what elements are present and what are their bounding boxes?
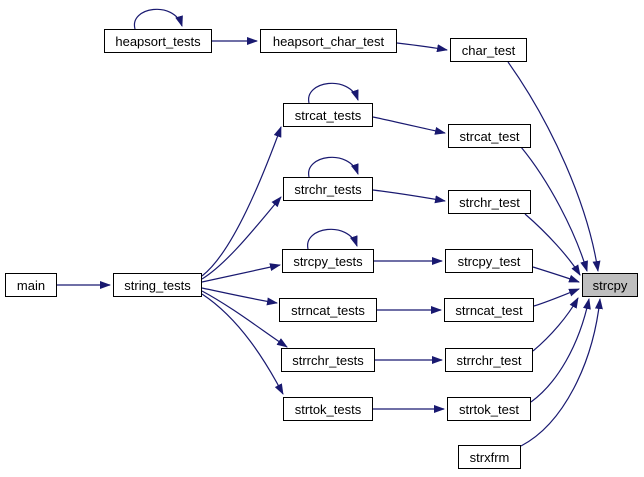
edge-strchr_tests-to-strchr_test: [372, 189, 446, 204]
edge-strcat_test-to-strcpy: [520, 146, 588, 272]
edge-strchr_test-to-strcpy: [524, 213, 581, 276]
edge-strcat_tests-self-loop: [308, 82, 359, 104]
edge-string_tests-to-strncat_tests: [201, 287, 278, 306]
edge-char_test-to-strcpy: [507, 61, 601, 272]
node-strchr_tests[interactable]: strchr_tests: [283, 177, 373, 201]
edge-strcat_tests-to-strcat_test: [372, 116, 446, 135]
node-char_test[interactable]: char_test: [450, 38, 527, 62]
edge-string_tests-to-strcat_tests: [201, 126, 282, 277]
node-strrchr_test[interactable]: strrchr_test: [445, 348, 533, 372]
node-main[interactable]: main: [5, 273, 57, 297]
edge-strxfrm-to-strcpy: [520, 298, 603, 447]
node-heapsort_char_test[interactable]: heapsort_char_test: [260, 29, 397, 53]
edge-strrchr_test-to-strcpy: [532, 297, 579, 352]
edge-strchr_tests-self-loop: [308, 156, 359, 178]
node-strcat_test[interactable]: strcat_test: [448, 124, 531, 148]
node-strncat_test[interactable]: strncat_test: [444, 298, 534, 322]
node-strcpy-highlighted: strcpy: [582, 273, 638, 297]
edge-strcpy_tests-self-loop: [307, 228, 358, 250]
edge-heapsort_tests-self-loop: [134, 8, 183, 30]
edge-strcpy_test-to-strcpy: [532, 266, 580, 283]
node-strncat_tests[interactable]: strncat_tests: [279, 298, 377, 322]
edge-strtok_test-to-strcpy: [530, 298, 591, 403]
node-strcat_tests[interactable]: strcat_tests: [283, 103, 373, 127]
edge-string_tests-to-strrchr_tests: [201, 290, 288, 348]
edge-string_tests-to-strcpy_tests: [201, 263, 281, 283]
node-strcpy_tests[interactable]: strcpy_tests: [282, 249, 374, 273]
edge-heapsort_char_test-to-char_test: [396, 42, 448, 53]
edge-string_tests-to-strchr_tests: [201, 196, 282, 280]
edge-string_tests-to-strtok_tests: [201, 293, 284, 395]
node-strrchr_tests[interactable]: strrchr_tests: [281, 348, 375, 372]
node-strcpy_test[interactable]: strcpy_test: [445, 249, 533, 273]
node-strtok_test[interactable]: strtok_test: [447, 397, 531, 421]
edge-strncat_test-to-strcpy: [533, 288, 580, 307]
node-strtok_tests[interactable]: strtok_tests: [283, 397, 373, 421]
node-strchr_test[interactable]: strchr_test: [448, 190, 531, 214]
node-strxfrm[interactable]: strxfrm: [458, 445, 521, 469]
node-heapsort_tests[interactable]: heapsort_tests: [104, 29, 212, 53]
node-string_tests[interactable]: string_tests: [113, 273, 202, 297]
